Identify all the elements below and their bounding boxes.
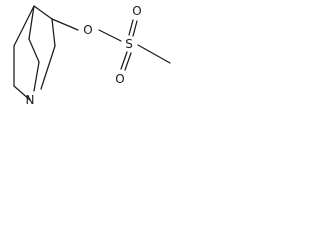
bond-n-c6 — [13, 85, 31, 101]
bond-c8-n — [33, 61, 40, 92]
atom-label-n: N — [26, 93, 35, 107]
atom-labels: N O S O O — [26, 4, 142, 107]
bond-c3-o-ester — [51, 18, 79, 31]
atom-label-s: S — [125, 37, 133, 51]
bond-s-methyl — [137, 44, 171, 64]
atom-label-o-upper: O — [132, 4, 141, 18]
bond-s-o-upper-2 — [132, 20, 138, 37]
bond-s-o-upper-1 — [128, 19, 134, 36]
bond-c2-c3 — [33, 5, 53, 20]
mesylate-group — [51, 18, 171, 71]
bond-s-o-lower-1 — [120, 51, 128, 70]
bond-c3-c4 — [51, 18, 56, 47]
quinuclidine-cage — [13, 5, 56, 101]
bond-o-s — [98, 29, 122, 42]
bond-c4-n — [40, 45, 56, 90]
bond-c2-c7 — [28, 5, 35, 40]
atom-label-o-ester: O — [83, 23, 92, 37]
chemical-structure-diagram: N O S O O — [13, 4, 171, 107]
bond-s-o-lower-2 — [124, 52, 132, 71]
atom-label-o-lower: O — [115, 72, 124, 86]
bond-c5-c2 — [13, 5, 35, 47]
bond-c7-c8 — [28, 38, 40, 63]
